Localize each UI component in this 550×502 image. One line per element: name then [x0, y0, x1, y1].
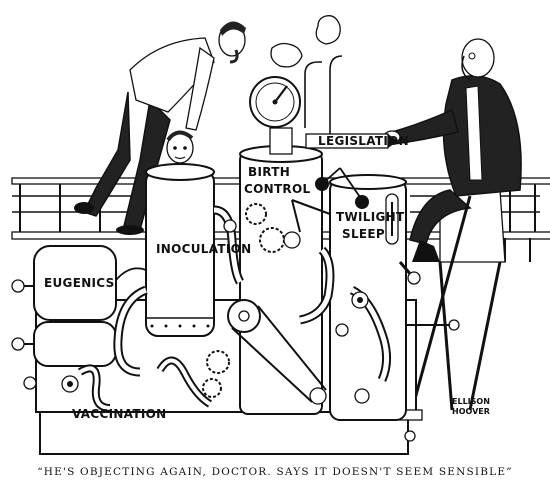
doctor-figure [383, 38, 522, 411]
gears [202, 203, 301, 398]
belt-drive [227, 199, 331, 405]
eugenics-tank [11, 245, 117, 390]
label-sleep: SLEEP [342, 227, 385, 241]
label-legislation: LEGISLATION [318, 134, 409, 148]
signature-line1: ELLISON [452, 397, 490, 406]
label-inoculation: INOCULATION [156, 242, 251, 256]
legislation-lever [305, 133, 398, 149]
inoculation-cylinder [145, 163, 215, 337]
governor-balls [315, 167, 369, 209]
leaning-man-figure [74, 21, 246, 235]
pressure-gauge [249, 76, 301, 128]
label-control: CONTROL [244, 182, 310, 196]
label-twilight: TWILIGHT [336, 210, 405, 224]
victim-head [166, 130, 194, 164]
label-birth: BIRTH [248, 165, 290, 179]
signature-line2: HOOVER [452, 407, 490, 416]
label-eugenics: EUGENICS [44, 276, 115, 290]
label-vaccination: VACCINATION [72, 407, 166, 421]
valves [61, 219, 460, 442]
steam-pipes [270, 15, 343, 148]
cartoon-caption: “HE'S OBJECTING AGAIN, DOCTOR. SAYS IT D… [37, 466, 513, 478]
